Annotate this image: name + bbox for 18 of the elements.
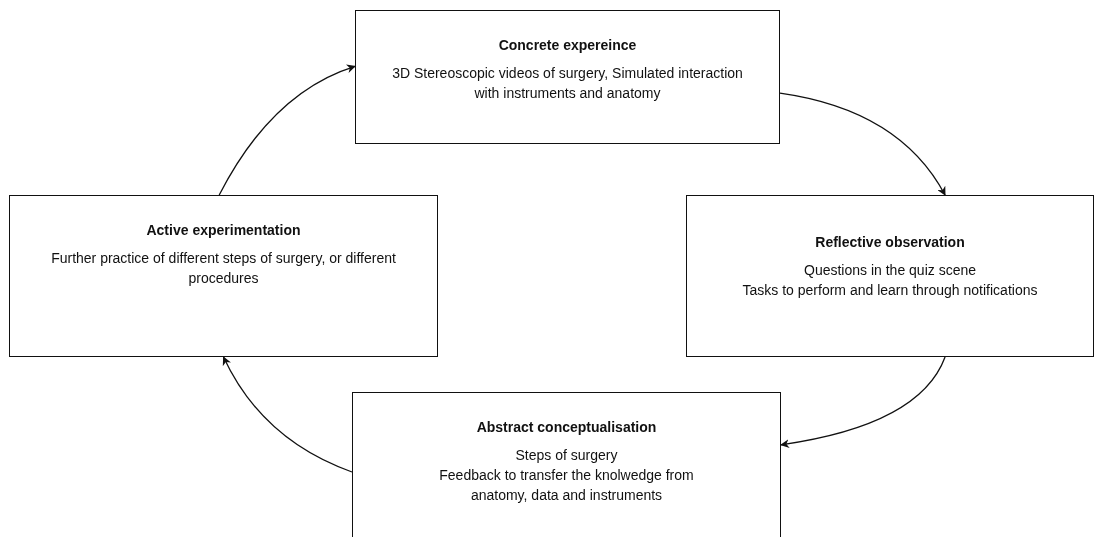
stage-description: 3D Stereoscopic videos of surgery, Simulated interaction with instruments and anatomy	[391, 64, 744, 103]
stage-description: Further practice of different steps of surgery, or different procedures	[50, 249, 397, 288]
curved-arrow	[222, 356, 353, 473]
curved-arrow	[779, 92, 946, 196]
stage-title: Abstract conceptualisation	[476, 419, 657, 435]
stage-title: Concrete expereince	[498, 37, 637, 53]
stage-title: Active experimentation	[146, 222, 301, 238]
stage-description: Tasks to perform and learn through notifications	[742, 281, 1038, 300]
curved-arrow	[780, 356, 946, 448]
stage-box	[352, 392, 781, 537]
stage-description: Steps of surgery	[515, 446, 618, 465]
curved-arrow	[218, 64, 356, 196]
stage-box	[686, 195, 1094, 357]
stage-description: Questions in the quiz scene	[804, 261, 976, 280]
stage-title: Reflective observation	[815, 234, 965, 250]
stage-box	[9, 195, 438, 357]
stage-box	[355, 10, 780, 144]
stage-description: Feedback to transfer the knolwedge from anatomy, data and instruments	[438, 466, 695, 505]
